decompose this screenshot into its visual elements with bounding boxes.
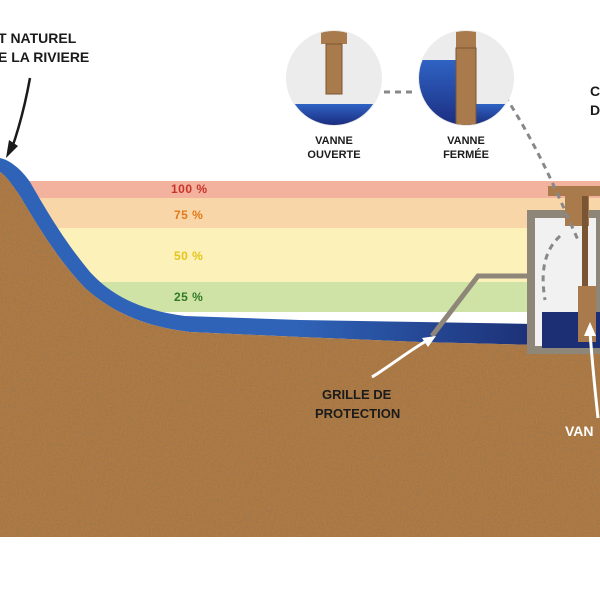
grille-label-line2: PROTECTION [315,406,401,421]
arrow-riverbed [10,77,32,149]
inset-open-gate [286,30,382,126]
soil-ground [0,172,600,537]
dashed-connectors [384,90,580,301]
gate-stem [582,196,588,286]
level-100-label: 100 % [171,182,208,196]
inset-closed-label-line2: FERMÉE [443,149,489,161]
vanne-label: VAN [565,423,594,439]
band-75 [0,198,600,228]
cut-label-right-1: C [590,83,600,99]
arrow-vanne [588,331,600,419]
level-50-label: 50 % [174,249,204,263]
riverbed-label-line1: T NATUREL [0,30,77,46]
level-25-label: 25 % [174,290,204,304]
cut-label-right-2: D [590,102,600,118]
band-50 [0,228,600,282]
grille-label-line1: GRILLE DE [322,387,392,402]
grille-pipe [430,273,535,338]
water-body [0,158,540,345]
inset-open-label-line1: VANNE [315,135,353,147]
arrows [6,77,600,419]
inset-closed-label-line1: VANNE [447,135,485,147]
riverbed-label-line2: E LA RIVIERE [0,49,90,65]
inset-open-label-line2: OUVERTE [307,149,361,161]
band-100 [0,181,600,198]
level-75-label: 75 % [174,208,204,222]
inset-closed-gate [418,30,514,126]
arrow-grille [371,338,429,379]
